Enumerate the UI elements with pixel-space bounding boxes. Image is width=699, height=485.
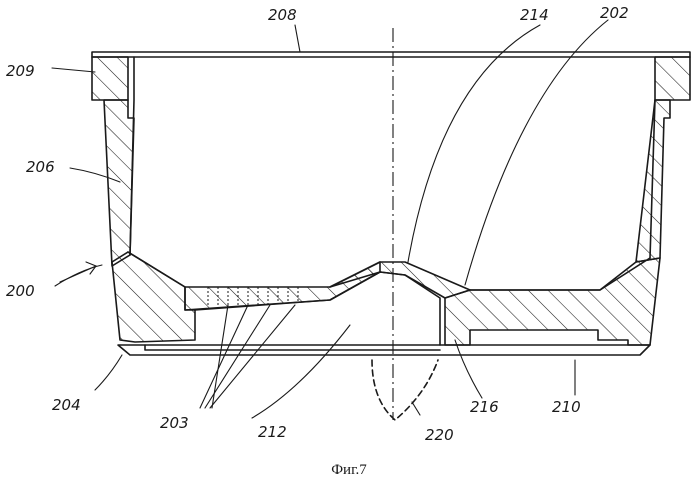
label-200: 200 (6, 282, 35, 300)
label-206: 206 (26, 158, 55, 176)
leader-lines (52, 20, 608, 418)
arrow-200 (60, 262, 96, 282)
label-209: 209 (6, 62, 35, 80)
left-side-wall-section (104, 100, 134, 266)
left-flange-section (92, 57, 128, 100)
left-bottom-section (112, 252, 195, 342)
outlet-chamber (195, 272, 440, 345)
label-216: 216 (470, 398, 499, 416)
label-202: 202 (600, 4, 629, 22)
label-212: 212 (258, 423, 287, 441)
right-flange-section (655, 57, 690, 100)
lid-membrane (92, 52, 690, 57)
label-203: 203 (160, 414, 189, 432)
label-208: 208 (268, 6, 297, 24)
figure-caption: Фиг.7 (331, 462, 367, 478)
label-210: 210 (552, 398, 581, 416)
label-214: 214 (520, 6, 549, 24)
central-cone-top (330, 262, 470, 298)
piercing-element-dashed (372, 360, 438, 420)
label-220: 220 (425, 426, 454, 444)
right-bottom-section (445, 258, 660, 345)
label-204: 204 (52, 396, 81, 414)
